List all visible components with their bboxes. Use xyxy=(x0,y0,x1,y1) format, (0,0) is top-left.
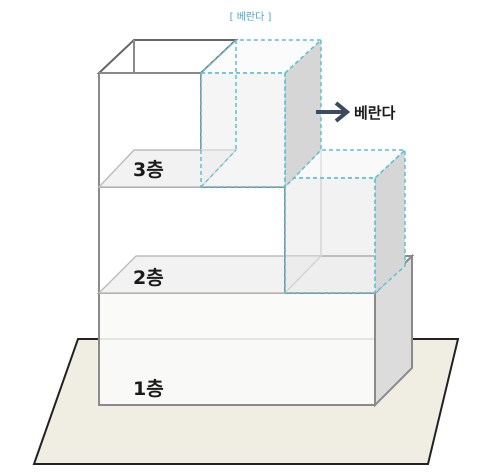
veranda-label: 베란다 xyxy=(354,104,396,122)
floor3-label: 3층 xyxy=(133,159,164,181)
floor2-veranda-side xyxy=(374,148,406,295)
floor2-label: 2층 xyxy=(133,267,164,289)
floor1-label: 1층 xyxy=(133,378,164,400)
floor3-veranda-front xyxy=(200,72,286,188)
floor2-veranda-front xyxy=(284,177,376,294)
veranda-arrow-icon xyxy=(316,101,351,123)
diagram-caption: [ 베란다 ] xyxy=(229,12,272,23)
